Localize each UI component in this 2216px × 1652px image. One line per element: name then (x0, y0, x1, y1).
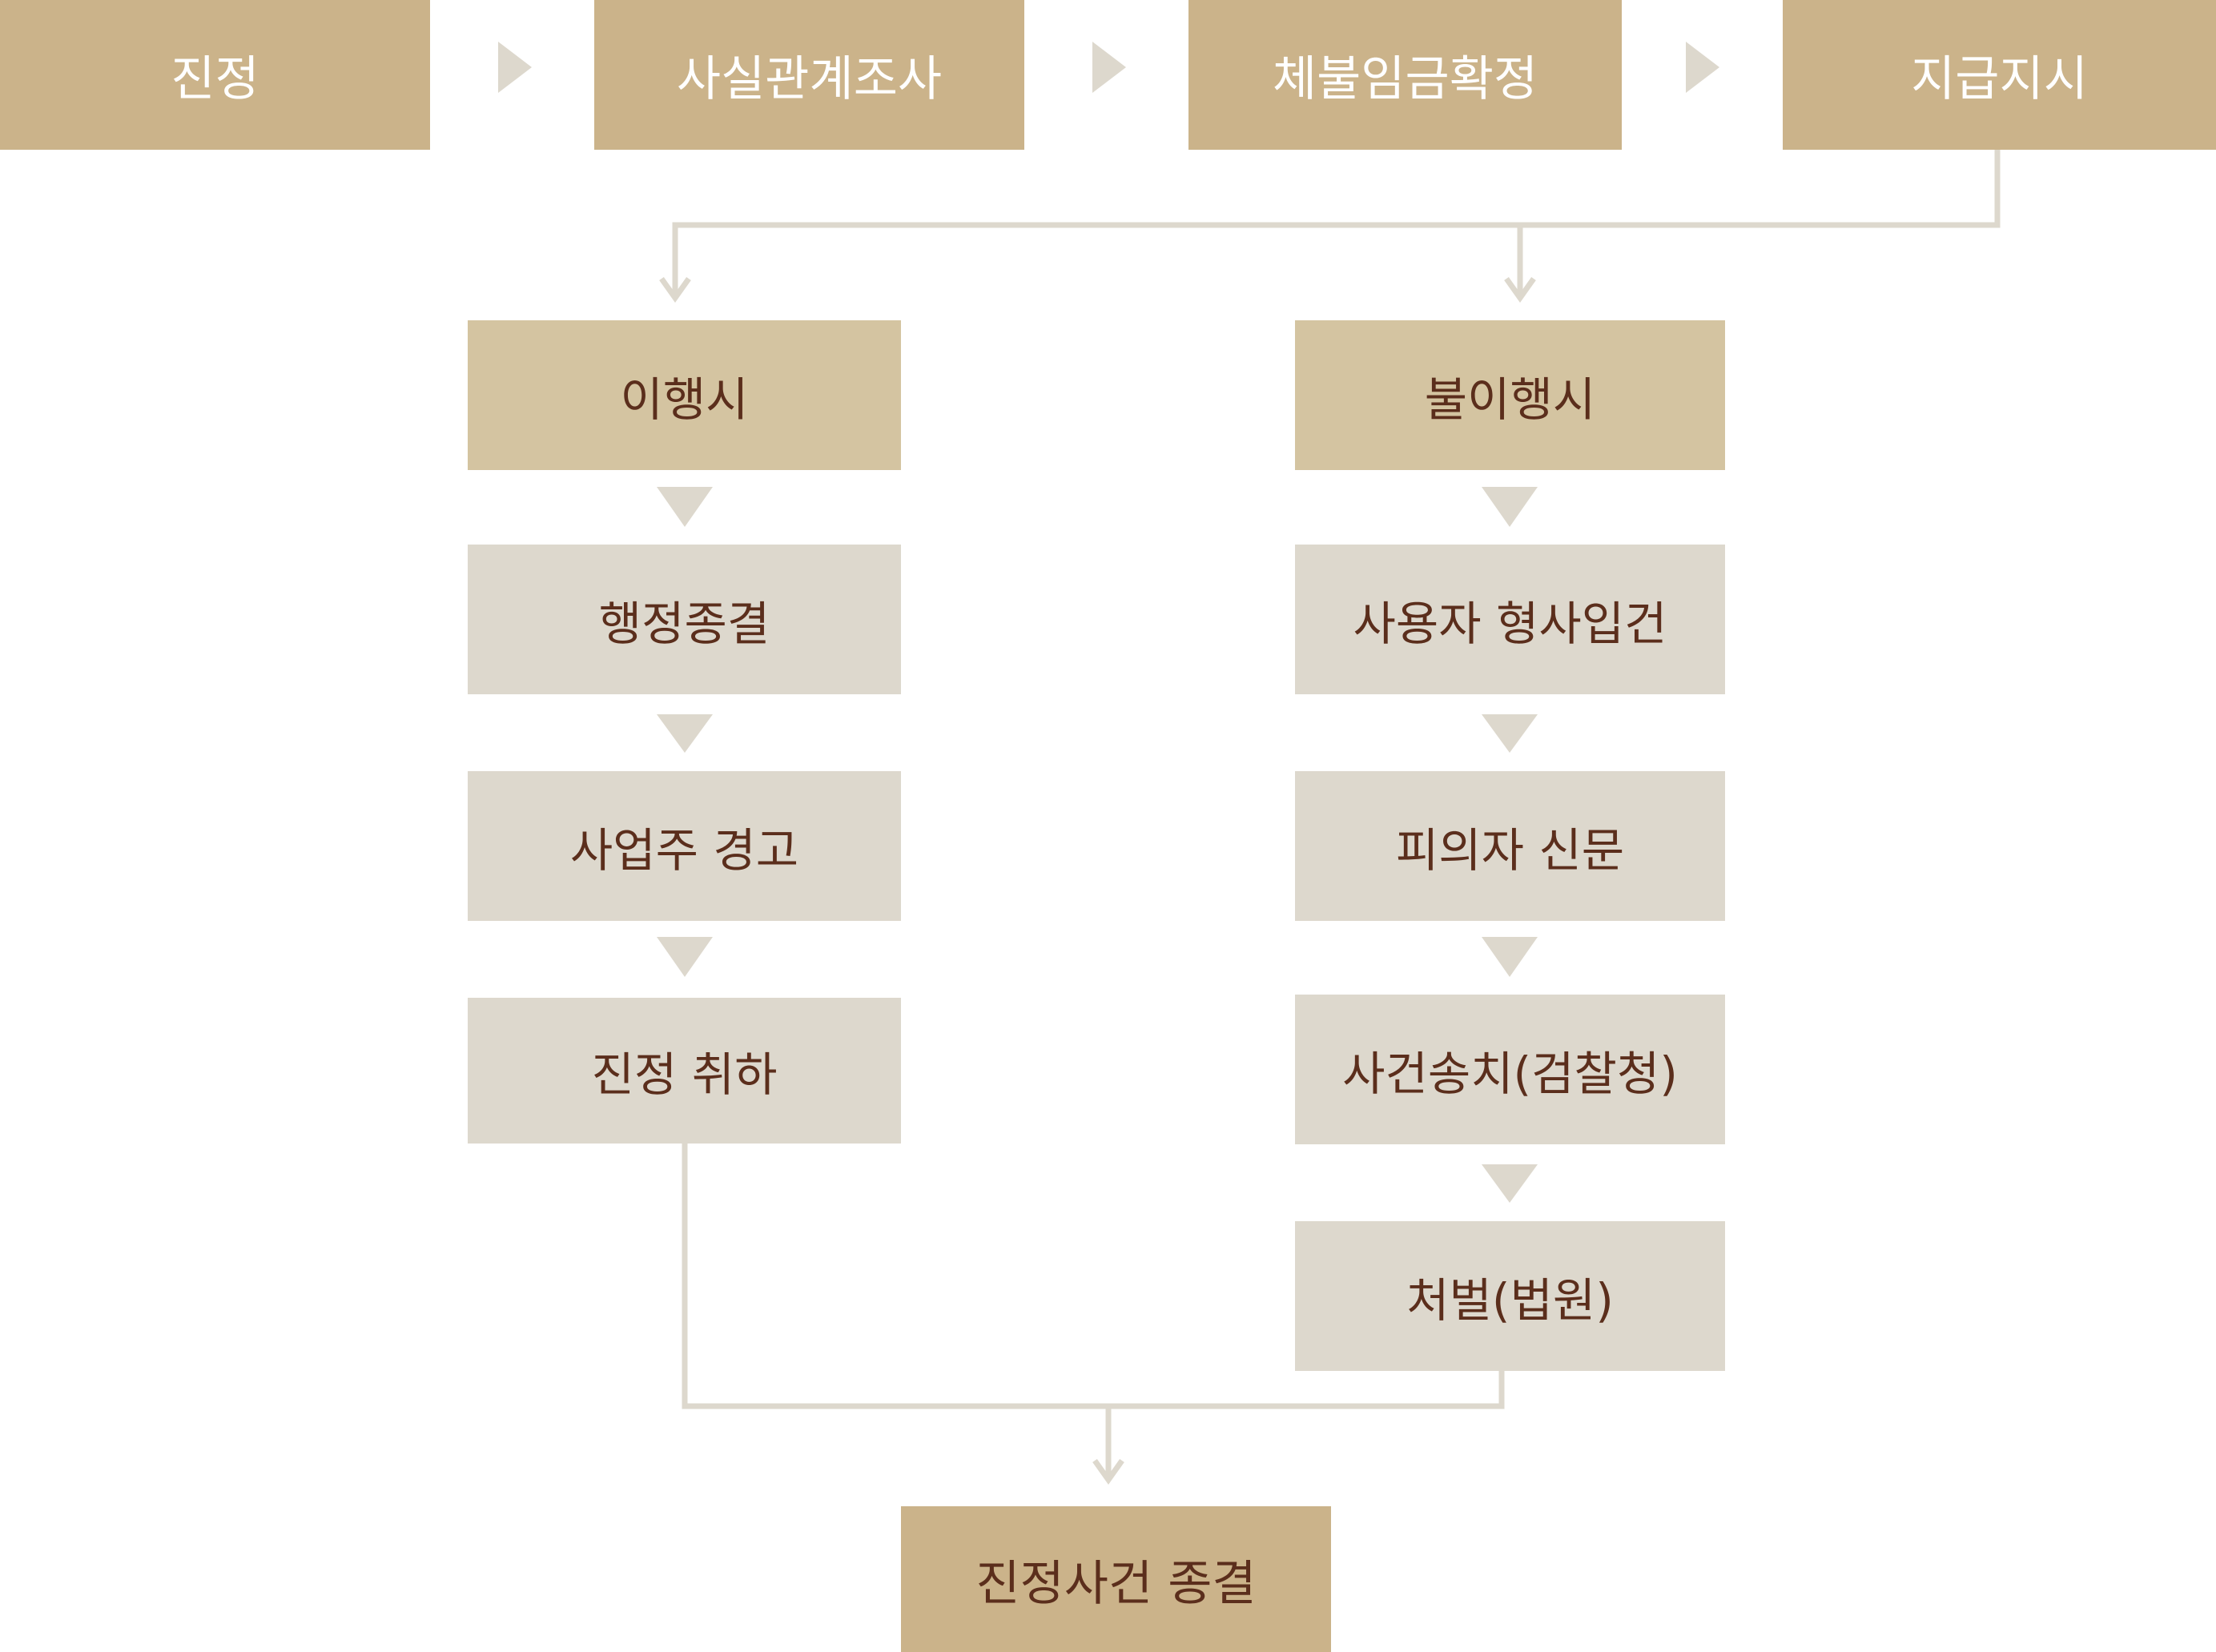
down-arrow-icon (657, 937, 713, 977)
branch-noncompliance: 불이행시 (1295, 320, 1725, 470)
right-step-court-punishment: 처벌(법원) (1295, 1221, 1725, 1371)
left-step-employer-warning: 사업주 경고 (468, 771, 901, 921)
down-arrow-icon (1482, 487, 1538, 527)
down-arrow-icon (1482, 714, 1538, 753)
right-step-case-referral: 사건송치(검찰청) (1295, 995, 1725, 1144)
step-complaint: 진정 (0, 0, 430, 150)
right-step-criminal-booking: 사용자 형사입건 (1295, 545, 1725, 694)
step-fact-finding: 사실관계조사 (594, 0, 1024, 150)
step-payment-order: 지급지시 (1783, 0, 2216, 150)
branch-compliance: 이행시 (468, 320, 901, 470)
down-arrow-icon (657, 487, 713, 527)
right-arrow-icons (498, 42, 1719, 93)
right-step-suspect-interrogation: 피의자 신문 (1295, 771, 1725, 921)
final-case-closure: 진정사건 종결 (901, 1506, 1331, 1652)
step-unpaid-wage-confirmation: 체불임금확정 (1188, 0, 1622, 150)
left-step-administrative-closure: 행정종결 (468, 545, 901, 694)
right-arrow-icon (1686, 42, 1719, 93)
left-step-complaint-withdrawal: 진정 취하 (468, 998, 901, 1144)
right-arrow-icon (1092, 42, 1126, 93)
down-arrow-icon (1482, 937, 1538, 977)
merge-connector (682, 1143, 1505, 1485)
down-arrow-icons (657, 487, 1538, 1203)
down-arrow-icon (1482, 1164, 1538, 1203)
split-connector (659, 150, 2001, 303)
right-arrow-icon (498, 42, 532, 93)
down-arrow-icon (657, 714, 713, 753)
